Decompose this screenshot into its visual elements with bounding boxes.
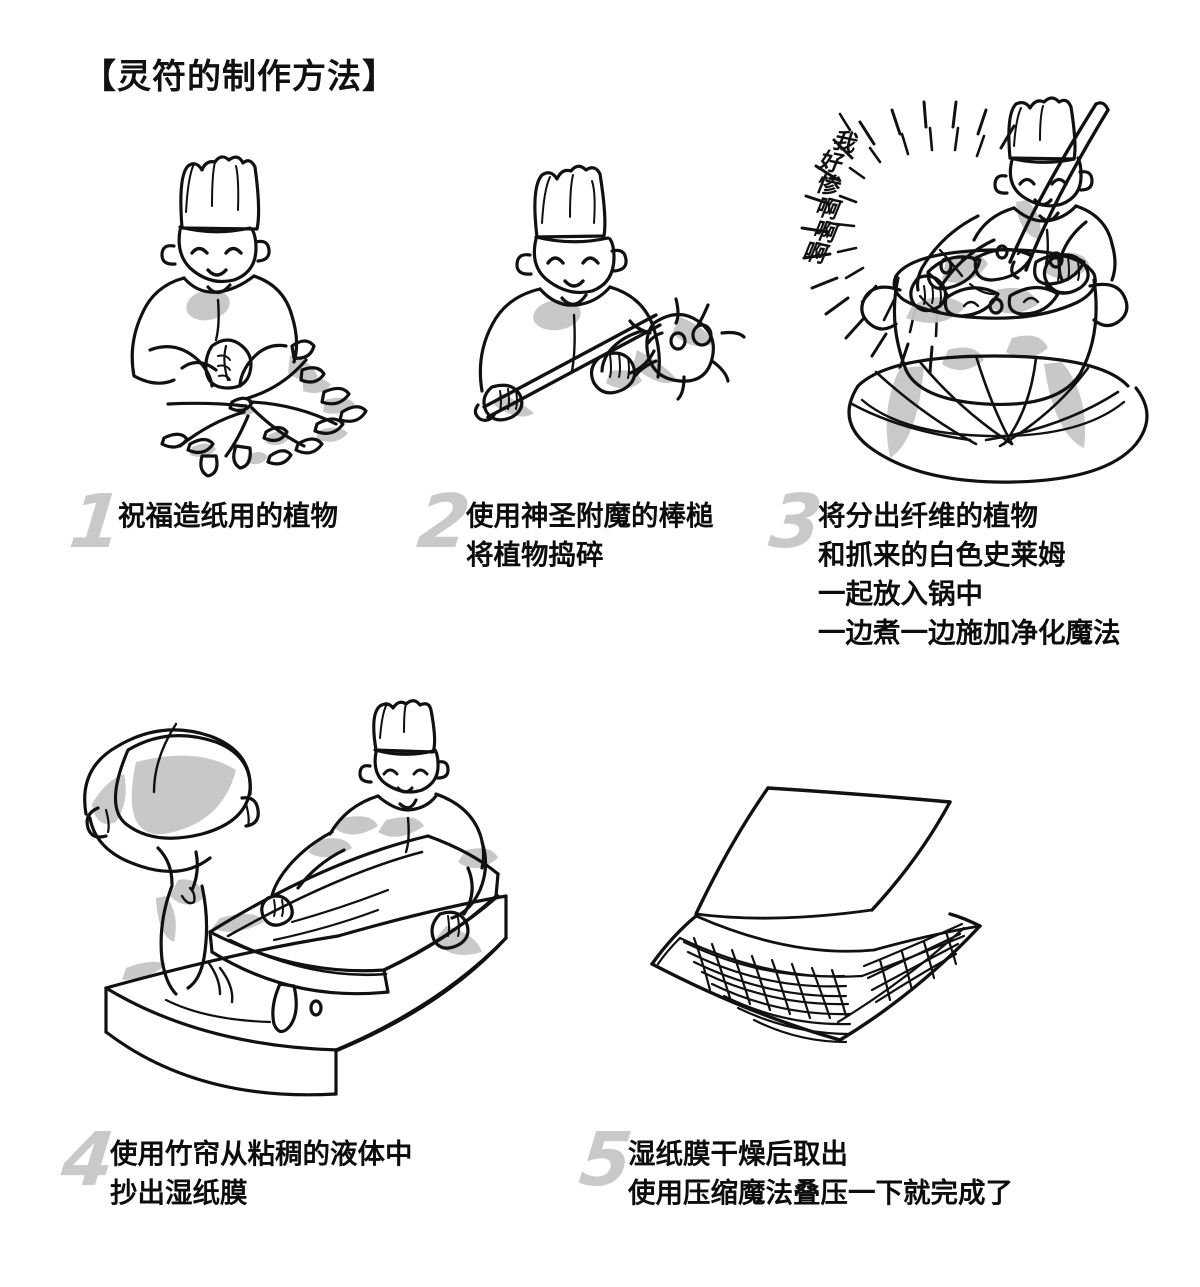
step-number-2: 2 — [413, 479, 475, 565]
step-number-4: 4 — [57, 1117, 119, 1203]
step-2-line-1: 使用神圣附魔的棒槌 — [466, 500, 714, 531]
step-number-1: 1 — [65, 479, 127, 565]
caption-step-3: 3 将分出纤维的植物 和抓来的白色史莱姆 一起放入锅中 一边煮一边施加净化魔法 — [765, 479, 1121, 652]
step-3-line-3: 一起放入锅中 — [818, 578, 983, 610]
step-text-5: 湿纸膜干燥后取出 使用压缩魔法叠压一下就完成了 — [628, 1128, 1013, 1212]
step-5-line-1: 湿纸膜干燥后取出 — [628, 1138, 848, 1169]
step-4-line-1: 使用竹帘从粘稠的液体中 — [110, 1138, 413, 1169]
step-1-line-1: 祝福造纸用的植物 — [118, 500, 338, 531]
step-5-line-2: 使用压缩魔法叠压一下就完成了 — [628, 1177, 1013, 1209]
step-4-line-2: 抄出湿纸膜 — [110, 1177, 248, 1209]
illustration-step-1 — [120, 150, 420, 478]
step-number-5: 5 — [575, 1117, 637, 1203]
step-text-1: 祝福造纸用的植物 — [118, 490, 338, 535]
illustration-step-3 — [800, 96, 1190, 484]
step-3-line-2: 和抓来的白色史莱姆 — [818, 539, 1066, 571]
caption-step-1: 1 祝福造纸用的植物 — [66, 479, 338, 565]
step-text-3: 将分出纤维的植物 和抓来的白色史莱姆 一起放入锅中 一边煮一边施加净化魔法 — [818, 490, 1121, 652]
page-title: 【灵符的制作方法】 — [82, 58, 397, 96]
caption-step-5: 5 湿纸膜干燥后取出 使用压缩魔法叠压一下就完成了 — [575, 1117, 1013, 1212]
illustration-step-2 — [462, 164, 762, 435]
caption-step-2: 2 使用神圣附魔的棒槌 将植物捣碎 — [413, 479, 714, 574]
step-2-line-2: 将植物捣碎 — [466, 539, 604, 571]
step-text-4: 使用竹帘从粘稠的液体中 抄出湿纸膜 — [110, 1128, 413, 1212]
step-3-line-1: 将分出纤维的植物 — [818, 500, 1038, 531]
step-number-3: 3 — [765, 479, 827, 565]
caption-step-4: 4 使用竹帘从粘稠的液体中 抄出湿纸膜 — [57, 1117, 413, 1212]
step-text-2: 使用神圣附魔的棒槌 将植物捣碎 — [466, 490, 714, 574]
step-3-line-4: 一边煮一边施加净化魔法 — [818, 617, 1121, 649]
illustration-step-4 — [70, 699, 540, 1120]
illustration-step-5 — [650, 770, 1010, 1060]
